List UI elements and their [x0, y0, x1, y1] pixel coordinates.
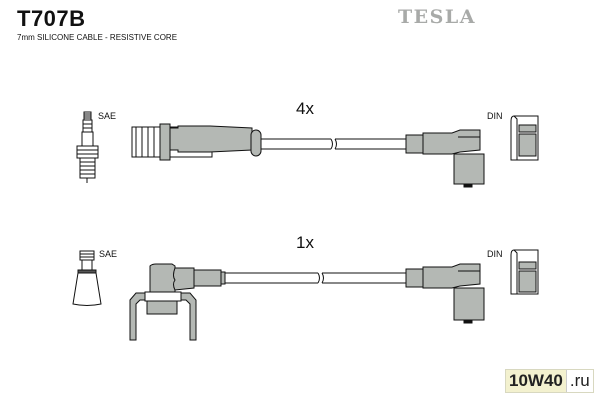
watermark-tld: .ru	[565, 370, 593, 392]
lead-quantity: 4x	[296, 99, 314, 118]
angled-boot-icon	[405, 263, 485, 324]
angled-boot-icon	[129, 263, 226, 341]
spark-plug-icon	[76, 111, 99, 183]
lead-quantity: 1x	[296, 233, 314, 252]
din-terminal-icon	[510, 115, 539, 161]
din-label: DIN	[487, 111, 503, 121]
cable-line	[261, 138, 406, 150]
din-label: DIN	[487, 249, 503, 259]
din-terminal-icon	[510, 249, 539, 295]
straight-boot-icon	[131, 123, 262, 161]
part-code-title: T707B	[17, 6, 86, 31]
sae-label: SAE	[99, 249, 118, 259]
cable-description: 7mm SILICONE CABLE - RESISTIVE CORE	[17, 33, 178, 42]
angled-boot-icon	[405, 129, 485, 188]
watermark-logo: 10W40 .ru	[505, 369, 594, 393]
cable-line	[225, 272, 406, 284]
plug-cap-icon	[72, 250, 102, 306]
brand-logo: TESLA	[398, 6, 476, 28]
watermark-brand: 10W40	[506, 370, 566, 392]
sae-label: SAE	[98, 111, 117, 121]
